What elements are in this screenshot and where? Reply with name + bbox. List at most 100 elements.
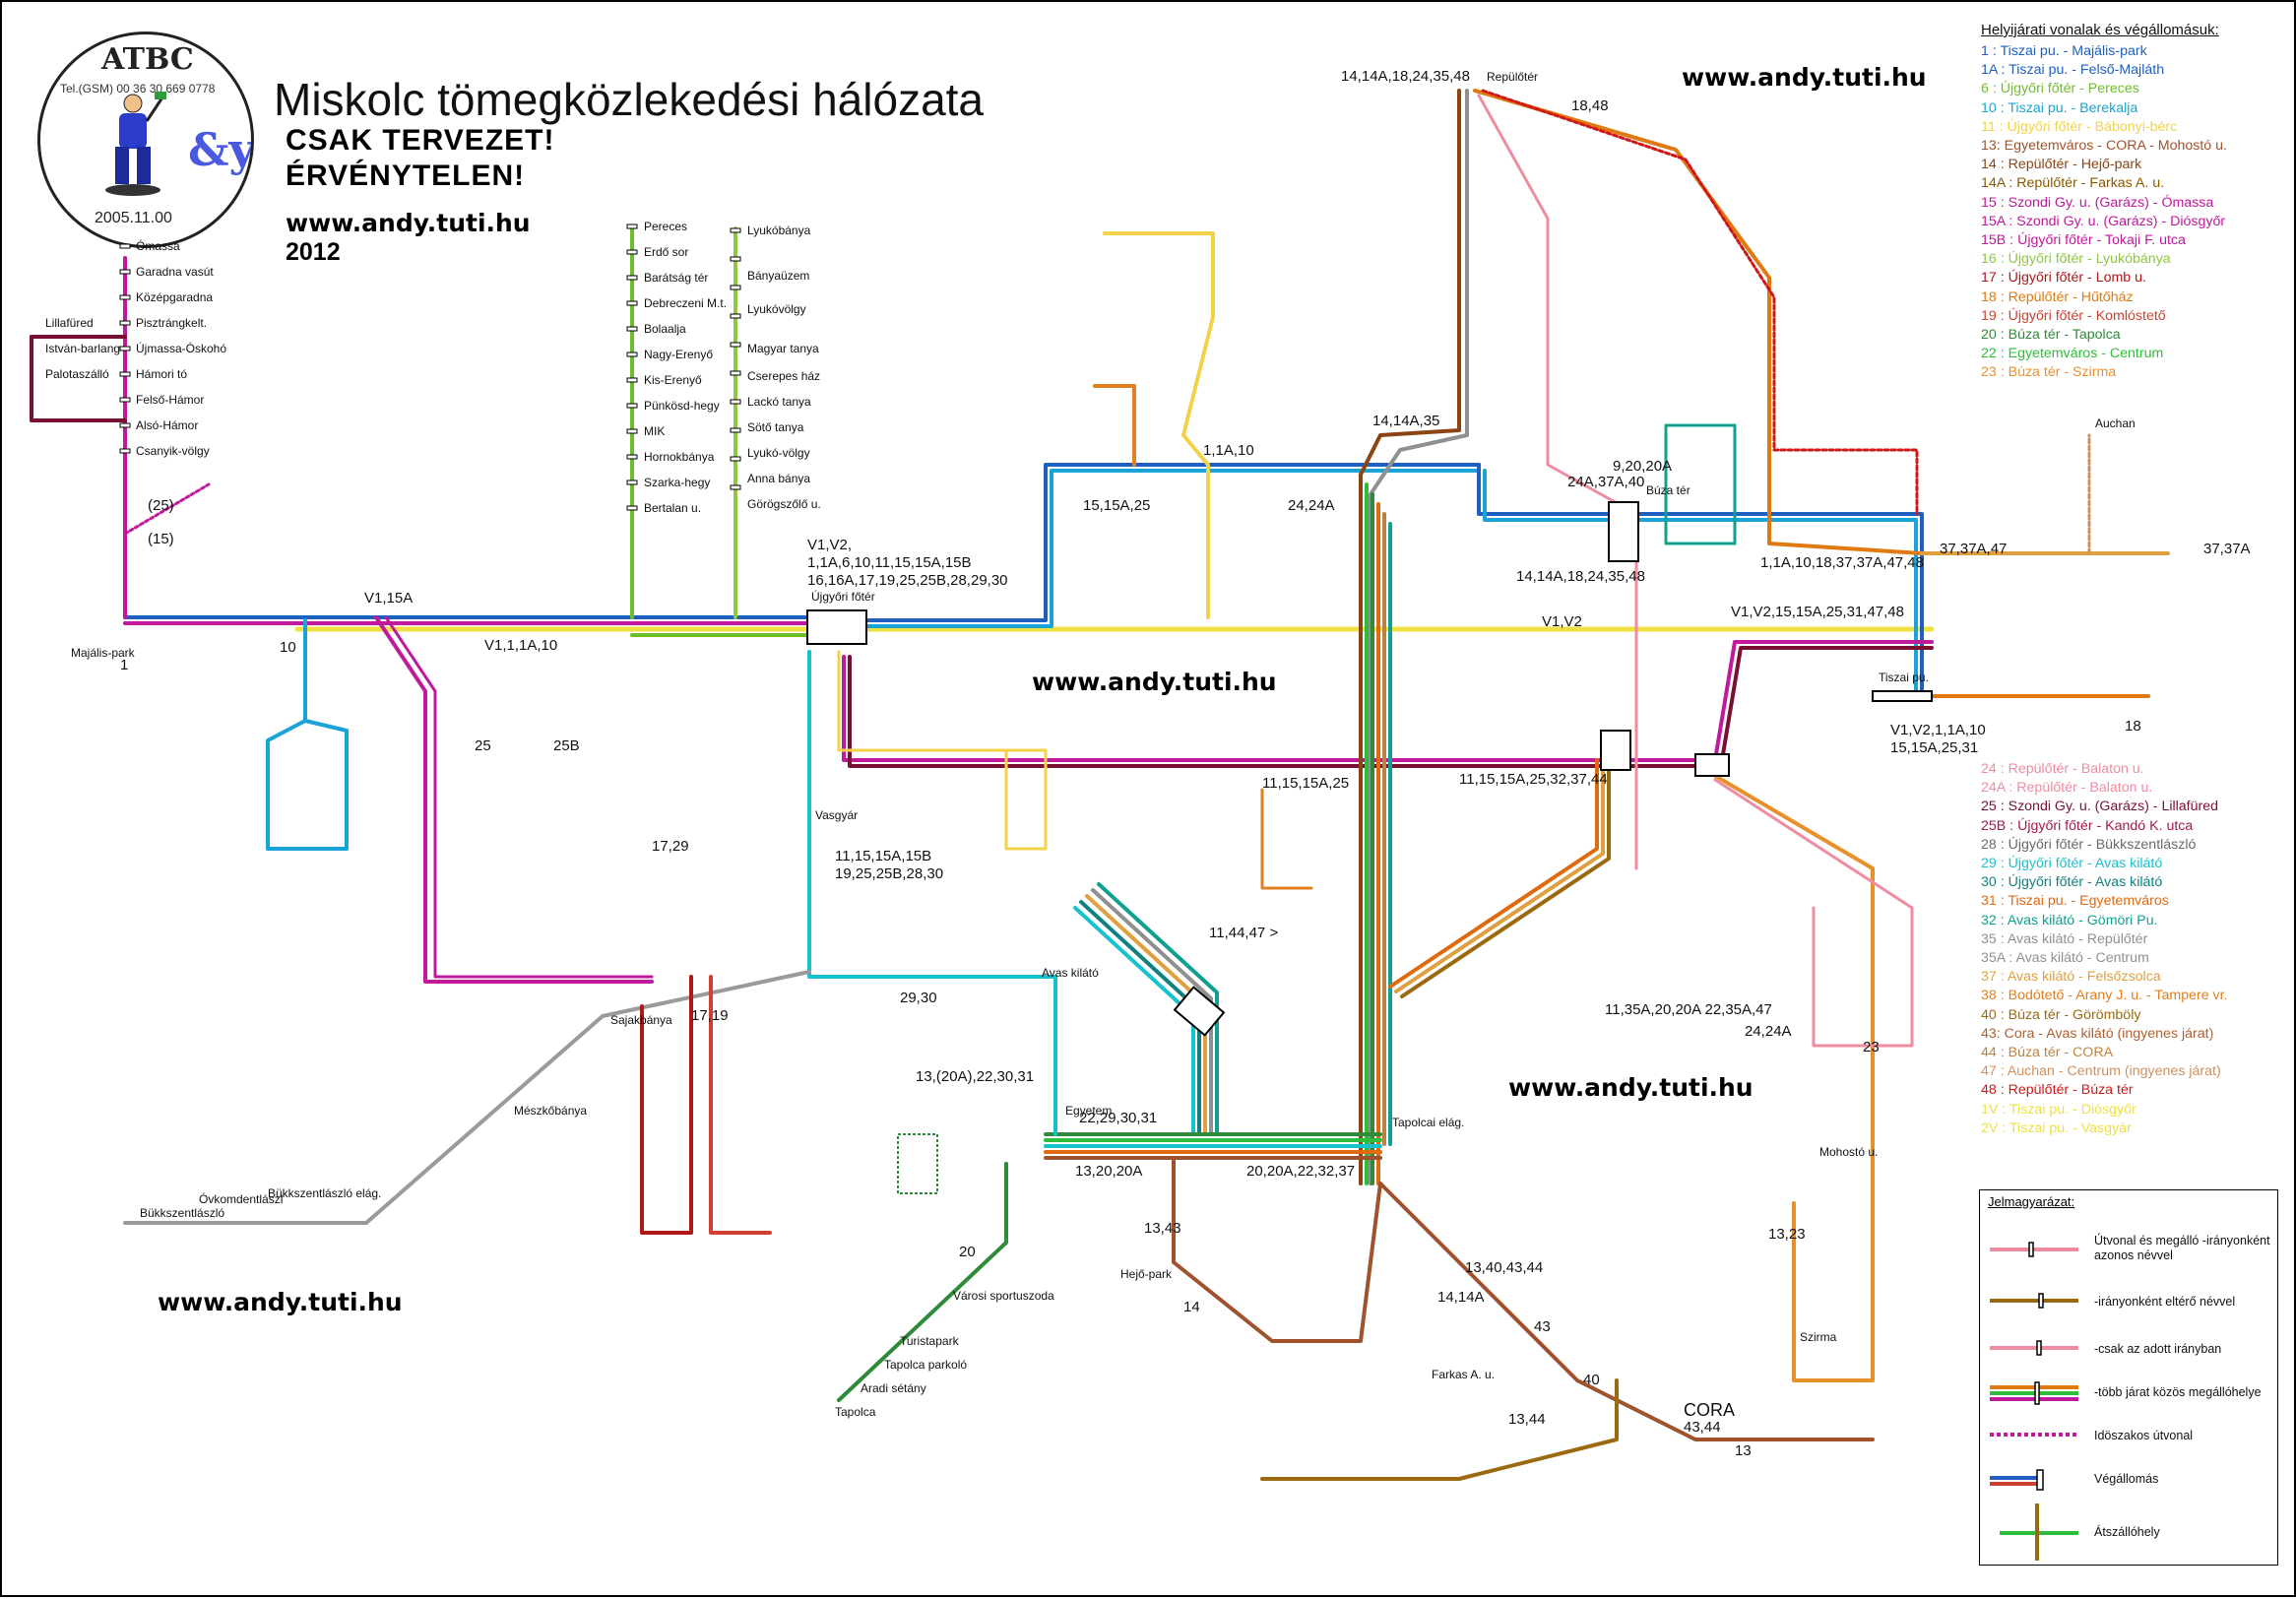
runner-icon (105, 92, 166, 196)
stop-varosi-sportuszoda: Városi sportuszoda (953, 1289, 1054, 1303)
key-row-one-direction: -csak az adott irányban (2094, 1342, 2222, 1356)
route-label-17-29: 17,29 (652, 838, 689, 855)
stop-marker-lyuko-6[interactable] (730, 399, 741, 405)
stop-marker-lyuko-3[interactable] (730, 313, 741, 319)
stop-kozepgaradna: Középgaradna (136, 290, 213, 304)
stop-lillafured: Lillafüred (45, 316, 94, 330)
route-label-tiszai-a: V1,V2,1,1A,10 (1890, 722, 1986, 738)
stop-marker-lyuko-5[interactable] (730, 370, 741, 376)
terminal-egyetem[interactable] (897, 1133, 938, 1194)
terminal-ujgyori-foter[interactable] (806, 609, 867, 645)
route-15-corridor (30, 256, 1934, 984)
stop-marker-pereces-6[interactable] (626, 377, 638, 383)
stop-marker-pereces-0[interactable] (626, 224, 638, 229)
stop-marker-pereces-3[interactable] (626, 300, 638, 306)
stop-marker-pereces-7[interactable] (626, 403, 638, 409)
logo-name: ATBC (101, 42, 194, 77)
route-40-south (1260, 1378, 1619, 1481)
legend2-item-6: 30 : Újgyőri főtér - Avas kilátó (1981, 874, 2163, 891)
terminal-centre-hub[interactable] (1600, 730, 1631, 771)
route-24 (1477, 94, 1638, 870)
stop-marker-lyuko-0[interactable] (730, 227, 741, 233)
stop-marker-west-1[interactable] (119, 269, 131, 275)
stop-marker-west-2[interactable] (119, 294, 131, 300)
stop-marker-west-5[interactable] (119, 371, 131, 377)
key-row-shared-stop: -több járat közös megállóhelye (2094, 1385, 2262, 1399)
terminal-tiszai-pu[interactable] (1872, 690, 1933, 702)
stop-marker-west-7[interactable] (119, 422, 131, 428)
stop-marker-pereces-5[interactable] (626, 352, 638, 357)
route-label-24-24a: 24,24A (1745, 1023, 1792, 1040)
route-label-buza-b: 24A,37A,40 (1567, 474, 1644, 490)
route-label-23: 23 (1863, 1039, 1880, 1055)
stop-marker-lyuko-2[interactable] (730, 285, 741, 290)
south-corridor (1044, 1132, 1382, 1160)
route-29-west (807, 650, 1057, 1136)
legend-item-5: 13: Egyetemváros - CORA - Mohostó u. (1981, 138, 2227, 155)
route-label-17-19: 17,19 (691, 1007, 729, 1024)
stop-marker-pereces-10[interactable] (626, 480, 638, 485)
route-label-periodic-15: (15) (148, 531, 174, 547)
stop-szarka-hegy: Szarka-hegy (644, 476, 710, 489)
terminal-east-hub[interactable] (1694, 753, 1730, 777)
key-row-same-name: Útvonal és megálló -irányonként azonos n… (2094, 1234, 2270, 1262)
stop-ovkom: Óvkomdentlászl (199, 1191, 283, 1206)
legend-item-4: 11 : Újgyőri főtér - Bábonyi-bérc (1981, 118, 2178, 135)
watermark-url-3: www.andy.tuti.hu (1508, 1073, 1754, 1102)
stop-magyar-tanya: Magyar tanya (747, 342, 819, 355)
stop-marker-pereces-8[interactable] (626, 428, 638, 434)
route-37-diagonal (1394, 764, 1605, 993)
stop-marker-west-4[interactable] (119, 346, 131, 352)
stop-nagy-erenyo: Nagy-Erenyő (644, 348, 713, 361)
legend-title: Helyijárati vonalak és végállomásuk: (1981, 22, 2219, 38)
route-label-buza-a: 9,20,20A (1613, 458, 1672, 475)
stop-bolaalja: Bolaalja (644, 322, 686, 336)
route-label-29-30: 29,30 (900, 990, 937, 1006)
route-label-43: 43 (1534, 1318, 1551, 1335)
key-symbols (1990, 1242, 2078, 1561)
centre-bundle (1359, 473, 1392, 1185)
stop-marker-pereces-2[interactable] (626, 275, 638, 281)
terminal-buza-ter[interactable] (1608, 501, 1639, 562)
route-label-13-20: 13,20,20A (1075, 1163, 1142, 1180)
stop-marker-lyuko-4[interactable] (730, 342, 741, 348)
terminal-avas-kilato[interactable] (1173, 986, 1226, 1037)
stop-marker-west-6[interactable] (119, 397, 131, 403)
stop-tapolca: Tapolca (835, 1405, 876, 1419)
legend-item-1: 1A : Tiszai pu. - Felső-Majláth (1981, 62, 2165, 79)
stop-marker-lyuko-9[interactable] (730, 484, 741, 490)
stop-marker-west-3[interactable] (119, 320, 131, 326)
legend2-item-11: 37 : Avas kilátó - Felsőzsolca (1981, 969, 2161, 986)
stop-baratsag-ter: Barátság tér (644, 271, 708, 285)
stop-marker-west-0[interactable] (119, 243, 131, 249)
stop-marker-pereces-4[interactable] (626, 326, 638, 332)
stop-marker-pereces-11[interactable] (626, 505, 638, 511)
stop-palotaszallo: Palotaszálló (45, 367, 109, 381)
stop-pisztrang: Pisztrángkelt. (136, 316, 207, 330)
stop-marker-lyuko-1[interactable] (730, 256, 741, 262)
stop-marker-lyuko-7[interactable] (730, 427, 741, 433)
header-url[interactable]: www.andy.tuti.hu (286, 209, 531, 237)
route-48 (1481, 89, 1919, 516)
stop-bukkszentlaszlo: Bükkszentlászló (140, 1206, 224, 1220)
stop-marker-lyuko-8[interactable] (730, 456, 741, 462)
legend2-item-18: 1V : Tiszai pu. - Diósgyőr (1981, 1101, 2137, 1118)
route-label-40: 40 (1583, 1372, 1600, 1388)
route-label-vasgyar-a: 11,15,15A,15B (835, 848, 931, 864)
route-label-1: 1 (120, 657, 128, 673)
stop-marker-pereces-9[interactable] (626, 454, 638, 460)
route-label-13-43: 13,43 (1144, 1220, 1181, 1237)
stop-marker-west-8[interactable] (119, 448, 131, 454)
legend-item-7: 14A : Repülőtér - Farkas A. u. (1981, 175, 2165, 192)
key-row-diff-name: -irányonként eltérő névvel (2094, 1295, 2236, 1309)
stop-marker-pereces-1[interactable] (626, 249, 638, 255)
stop-cora: CORA (1684, 1400, 1735, 1420)
route-label-13-44: 13,44 (1508, 1411, 1546, 1428)
stop-bertalan: Bertalan u. (644, 501, 701, 515)
legend-item-12: 17 : Újgyőri főtér - Lomb u. (1981, 270, 2146, 287)
route-label-22-29: 22,29,30,31 (1079, 1110, 1157, 1126)
legend-item-6: 14 : Repülőtér - Hejő-park (1981, 157, 2142, 173)
route-label-14-14a: 14,14A (1437, 1289, 1485, 1306)
legend-list-secondary: 24 : Repülőtér - Balaton u.24A : Repülőt… (1981, 760, 2276, 1138)
